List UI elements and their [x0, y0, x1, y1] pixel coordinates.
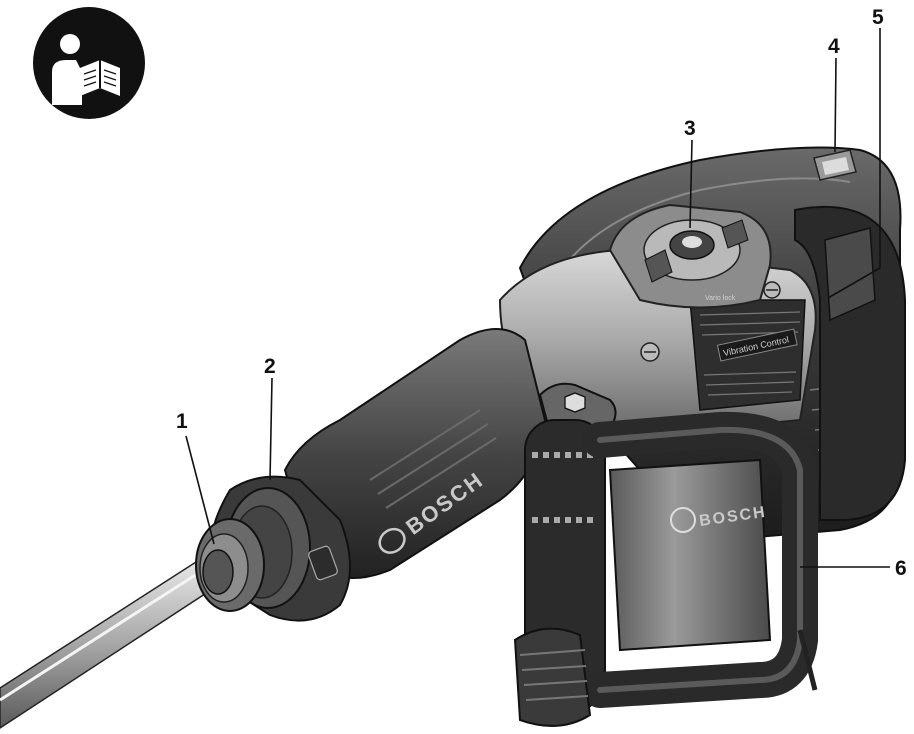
chisel-position-selector: Vario lock — [608, 203, 772, 309]
dust-protection-cap — [195, 518, 265, 612]
callout-2: 2 — [264, 355, 276, 481]
read-manual-icon — [33, 7, 145, 119]
service-indicator — [813, 149, 857, 181]
svg-text:2: 2 — [264, 355, 276, 378]
chisel-bit — [0, 560, 216, 729]
lower-housing: BOSCH — [513, 458, 818, 727]
callout-5: 5 — [827, 6, 884, 299]
svg-text:6: 6 — [895, 557, 907, 580]
callout-4: 4 — [828, 35, 840, 153]
svg-text:5: 5 — [872, 6, 884, 29]
svg-text:4: 4 — [828, 35, 840, 58]
control-plate-text: Vario lock — [705, 295, 736, 302]
svg-text:3: 3 — [684, 117, 696, 140]
callouts: 1 2 3 4 5 6 — [176, 6, 907, 580]
callout-6: 6 — [800, 557, 907, 580]
callout-1: 1 — [176, 410, 215, 545]
callout-3: 3 — [684, 117, 696, 229]
svg-text:1: 1 — [176, 410, 188, 433]
rear-handle — [794, 205, 906, 521]
